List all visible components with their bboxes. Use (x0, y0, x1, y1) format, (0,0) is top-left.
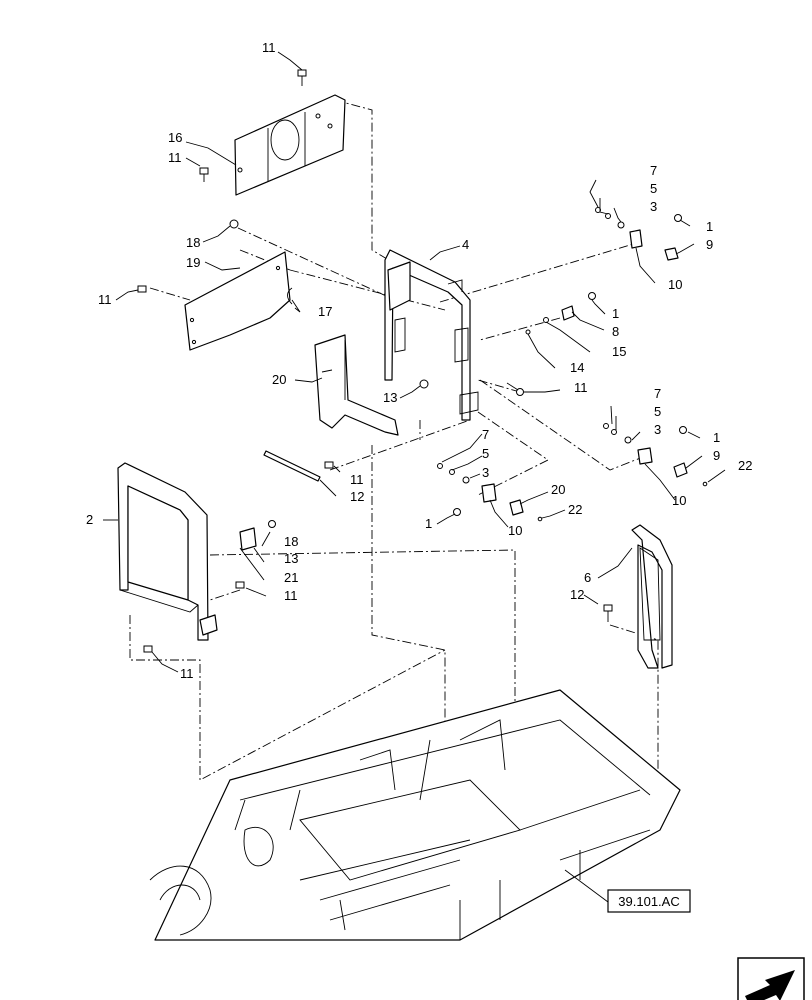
label-14: 14 (570, 360, 584, 375)
part-6-right-upright (631, 524, 673, 669)
chassis-frame (149, 689, 681, 941)
hardware-center (437, 463, 543, 522)
label-7: 7 (482, 427, 489, 442)
part-20-bracket (314, 334, 399, 436)
label-8: 8 (612, 324, 619, 339)
label-11: 11 (284, 588, 298, 603)
label-17: 17 (318, 304, 332, 319)
label-5: 5 (654, 404, 661, 419)
label-1: 1 (713, 430, 720, 445)
bolt-11-left-bottom (143, 645, 153, 653)
callout-labels: 11 16 11 18 19 11 17 4 20 13 7 5 3 1 9 1… (86, 40, 752, 681)
label-5: 5 (482, 446, 489, 461)
part-2-left-frame (117, 462, 218, 641)
hardware-lower-right (603, 423, 708, 487)
bolt-11-middle (324, 461, 334, 469)
label-20: 20 (551, 482, 565, 497)
part-12-strip (263, 450, 321, 482)
bolt-13-frame (419, 379, 429, 389)
label-2: 2 (86, 512, 93, 527)
label-15: 15 (612, 344, 626, 359)
bolt-11-top (297, 69, 307, 86)
label-7: 7 (650, 163, 657, 178)
label-16: 16 (168, 130, 182, 145)
part-19-panel (184, 251, 291, 351)
label-13: 13 (383, 390, 397, 405)
label-6: 6 (584, 570, 591, 585)
label-19: 19 (186, 255, 200, 270)
label-10: 10 (672, 493, 686, 508)
label-11: 11 (168, 150, 182, 165)
label-3: 3 (654, 422, 661, 437)
bolt-11-panel (137, 285, 147, 293)
label-9: 9 (713, 448, 720, 463)
label-5: 5 (650, 181, 657, 196)
label-20: 20 (272, 372, 286, 387)
reference-box (607, 889, 691, 913)
part-18-nut-upper (229, 219, 239, 229)
bolt-11-left-frame (235, 581, 245, 589)
bolt-11-left-top (199, 167, 209, 182)
label-4: 4 (462, 237, 469, 252)
label-11: 11 (262, 40, 276, 55)
label-3: 3 (482, 465, 489, 480)
label-1: 1 (612, 306, 619, 321)
part-16-cover-plate (234, 94, 346, 196)
assembly-centerlines (129, 99, 659, 800)
label-9: 9 (706, 237, 713, 252)
label-12: 12 (350, 489, 364, 504)
part-4-frame (384, 249, 479, 421)
label-1: 1 (706, 219, 713, 234)
label-12: 12 (570, 587, 584, 602)
hardware-mid-right (516, 292, 596, 396)
label-7: 7 (654, 386, 661, 401)
label-22: 22 (738, 458, 752, 473)
label-10: 10 (668, 277, 682, 292)
label-18: 18 (186, 235, 200, 250)
label-1: 1 (425, 516, 432, 531)
label-10: 10 (508, 523, 522, 538)
label-13: 13 (284, 551, 298, 566)
reference-label: 39.101.AC (618, 894, 679, 909)
label-11: 11 (98, 292, 112, 307)
label-18: 18 (284, 534, 298, 549)
label-3: 3 (650, 199, 657, 214)
label-11: 11 (574, 380, 588, 395)
label-11: 11 (350, 472, 364, 487)
bolt-12-right (603, 604, 613, 622)
label-22: 22 (568, 502, 582, 517)
hardware-upper-right (595, 207, 682, 261)
leader-lines (103, 51, 726, 673)
part-21-bracket (239, 520, 276, 551)
chassis-reference: 39.101.AC (564, 869, 691, 913)
previous-page-arrow-icon[interactable] (737, 957, 805, 1000)
label-11: 11 (180, 666, 194, 681)
part-17-hose (287, 287, 293, 305)
label-21: 21 (284, 570, 298, 585)
